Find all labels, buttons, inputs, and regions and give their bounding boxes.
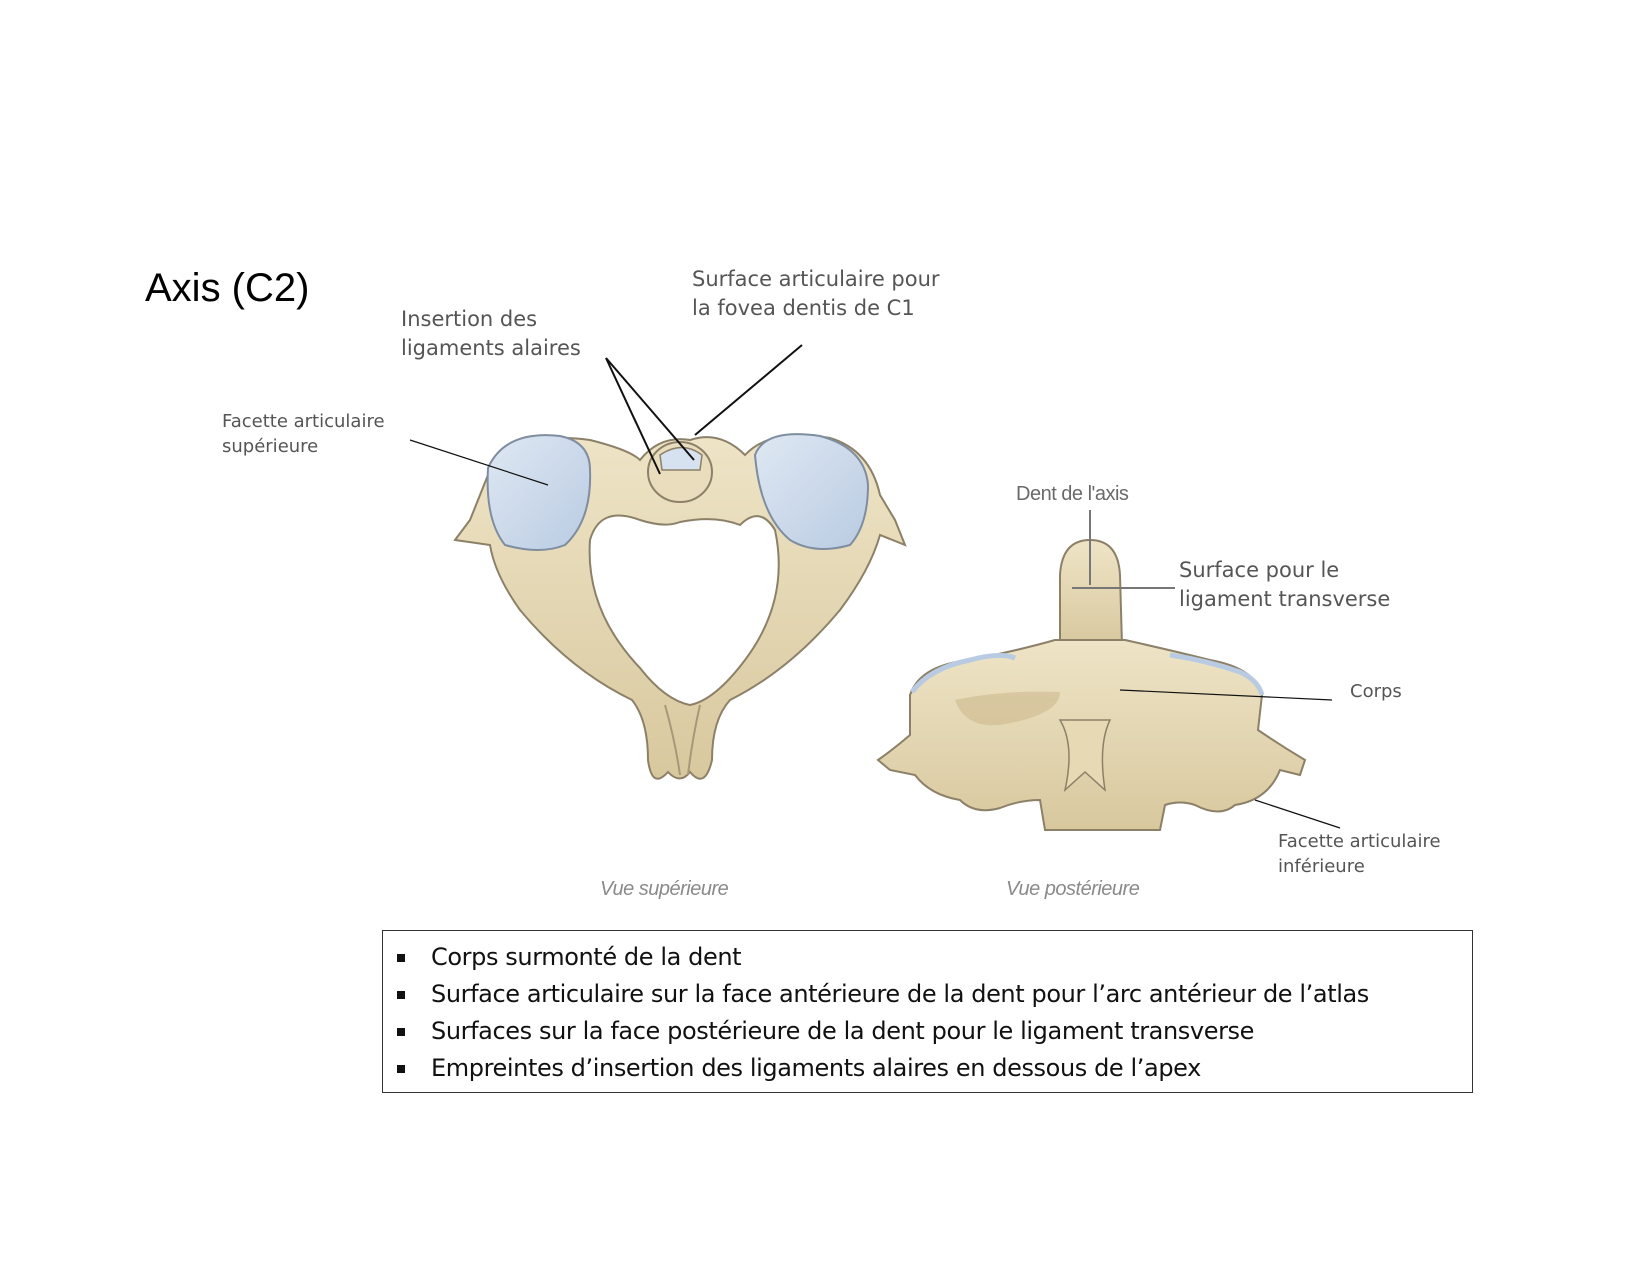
label-facette-superieure: Facette articulaire supérieure [222,410,385,460]
label-line: inférieure [1278,855,1365,877]
label-corps: Corps [1350,681,1402,702]
bullet-square-icon [397,953,405,962]
summary-item-text: Surface articulaire sur la face antérieu… [431,980,1369,1008]
label-line: Facette articulaire [222,411,385,432]
label-line: ligament transverse [1179,586,1391,611]
label-surface-fovea-dentis: Surface articulaire pour la fovea dentis… [692,265,940,323]
summary-item-text: Surfaces sur la face postérieure de la d… [431,1017,1255,1045]
summary-box: Corps surmonté de la dent Surface articu… [382,930,1473,1093]
summary-item-text: Corps surmonté de la dent [431,943,742,971]
label-line: Surface articulaire pour [692,267,940,291]
summary-item: Empreintes d’insertion des ligaments ala… [397,1050,1472,1087]
label-line: ligaments alaires [401,335,581,360]
label-surface-ligament-transverse: Surface pour le ligament transverse [1179,556,1390,614]
bullet-square-icon [397,1064,405,1073]
bullet-square-icon [397,1027,405,1036]
label-line: Facette articulaire [1278,831,1441,852]
leader-lines-posterior [1072,510,1175,589]
summary-list: Corps surmonté de la dent Surface articu… [397,939,1472,1087]
axis-superior-view-drawing [453,433,907,780]
caption-vue-superieure: Vue supérieure [600,878,729,900]
bullet-square-icon [397,990,405,999]
label-line: la fovea dentis de C1 [692,295,915,320]
label-line: Insertion des [401,307,538,331]
label-facette-inferieure: Facette articulaire inférieure [1278,830,1441,880]
caption-vue-posterieure: Vue postérieure [1006,878,1140,900]
summary-item: Corps surmonté de la dent [397,939,1472,976]
slide-title: Axis (C2) [145,266,310,310]
label-dent-axis: Dent de l'axis [1016,483,1129,505]
summary-item: Surfaces sur la face postérieure de la d… [397,1013,1472,1050]
summary-item: Surface articulaire sur la face antérieu… [397,976,1472,1013]
label-line: supérieure [222,435,319,457]
label-line: Surface pour le [1179,558,1340,582]
label-insertion-ligaments-alaires: Insertion des ligaments alaires [401,305,581,363]
axis-posterior-view-drawing [876,538,1307,831]
leader-lines-superior [409,344,803,486]
summary-item-text: Empreintes d’insertion des ligaments ala… [431,1054,1201,1082]
